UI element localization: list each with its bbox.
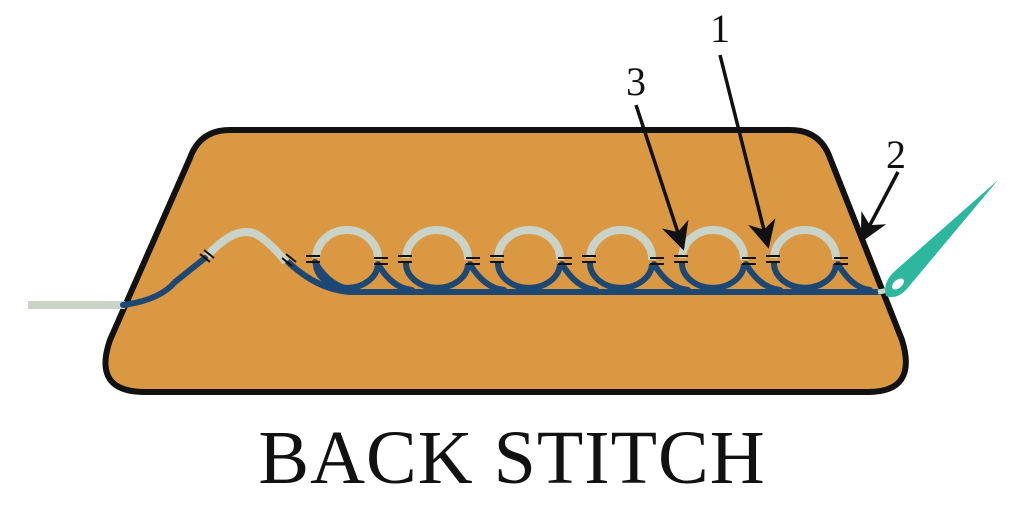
arrow-icon	[718, 54, 776, 249]
stitch-loop	[494, 226, 565, 261]
stitch-loop	[770, 226, 841, 261]
callout-label-2: 2	[886, 132, 906, 177]
arrow-icon	[634, 104, 689, 251]
callout-arrows	[634, 54, 900, 251]
diagram-title: BACK STITCH	[258, 416, 766, 500]
callout-label-1: 1	[710, 6, 730, 51]
underside-thread	[120, 255, 883, 308]
stitch-loop	[402, 226, 473, 261]
arrow-icon	[860, 171, 900, 243]
stitch-loop	[586, 226, 657, 261]
callout-label-3: 3	[626, 59, 646, 104]
top-thread-stitches	[204, 226, 841, 265]
sewing-needle-icon	[877, 180, 998, 298]
fabric-panel	[102, 127, 909, 395]
puncture-marks	[199, 249, 848, 267]
stitch-loop	[312, 226, 383, 261]
underside-loop-halves	[312, 261, 839, 291]
stitch-arc-first	[204, 228, 290, 265]
